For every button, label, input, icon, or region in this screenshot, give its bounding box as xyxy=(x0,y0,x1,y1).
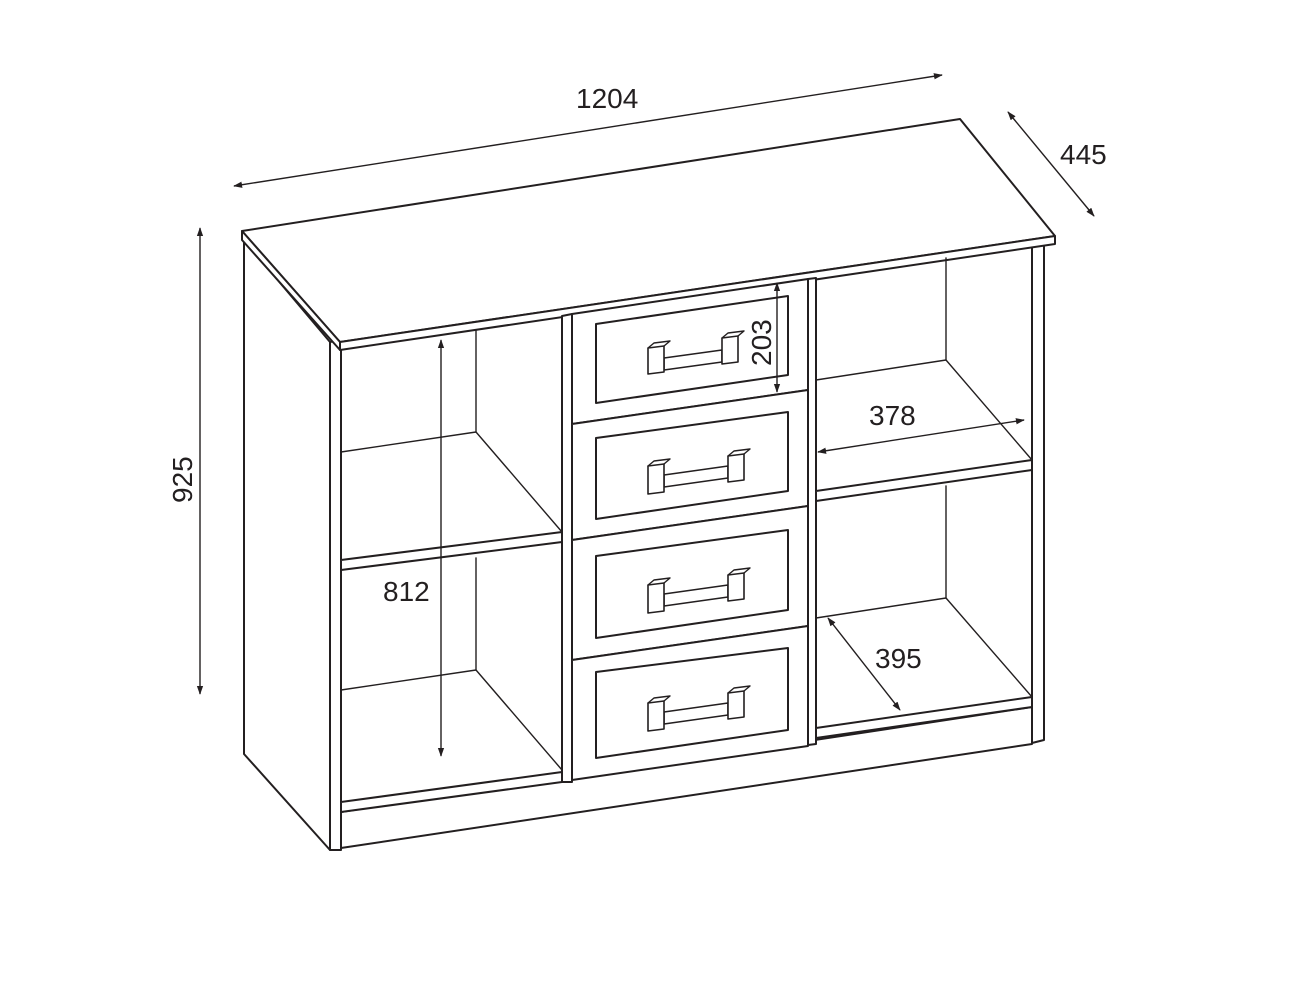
drawer-stack xyxy=(571,278,809,781)
inner-height-label: 812 xyxy=(383,576,430,607)
left-side-panel xyxy=(243,239,331,851)
dimension-lines xyxy=(196,73,1095,757)
shelf-depth-label: 395 xyxy=(875,643,922,674)
drawer-handle-icon xyxy=(647,448,751,495)
drawer-handle-icon xyxy=(647,685,751,732)
drawer-4[interactable] xyxy=(571,625,809,781)
drawer-handle-icon xyxy=(647,330,745,375)
drawer-3[interactable] xyxy=(571,505,809,661)
right-side-panel xyxy=(1031,240,1045,744)
shelf-depth-dimension-arrow xyxy=(827,617,901,711)
center-left-divider xyxy=(561,313,573,783)
shelf-width-label: 378 xyxy=(869,400,916,431)
left-compartment xyxy=(340,313,573,813)
width-dimension-arrow xyxy=(233,73,943,188)
height-label: 925 xyxy=(167,456,198,503)
width-label: 1204 xyxy=(576,83,638,114)
front-left-post xyxy=(329,339,342,851)
dimension-labels: 1204 445 925 203 378 812 395 xyxy=(167,83,1107,674)
center-right-divider xyxy=(807,277,817,746)
drawer-handle-icon xyxy=(647,567,751,614)
shelf-width-dimension-arrow xyxy=(817,418,1025,454)
left-upper-shelf-edge xyxy=(340,531,563,571)
drawer-height-label: 203 xyxy=(746,319,777,366)
top-slab-left-edge xyxy=(241,230,341,351)
cabinet-body xyxy=(241,118,1056,851)
depth-dimension-arrow xyxy=(1007,111,1095,217)
right-bottom-edge xyxy=(815,696,1033,739)
right-upper-shelf-edge xyxy=(815,459,1033,502)
depth-label: 445 xyxy=(1060,139,1107,170)
